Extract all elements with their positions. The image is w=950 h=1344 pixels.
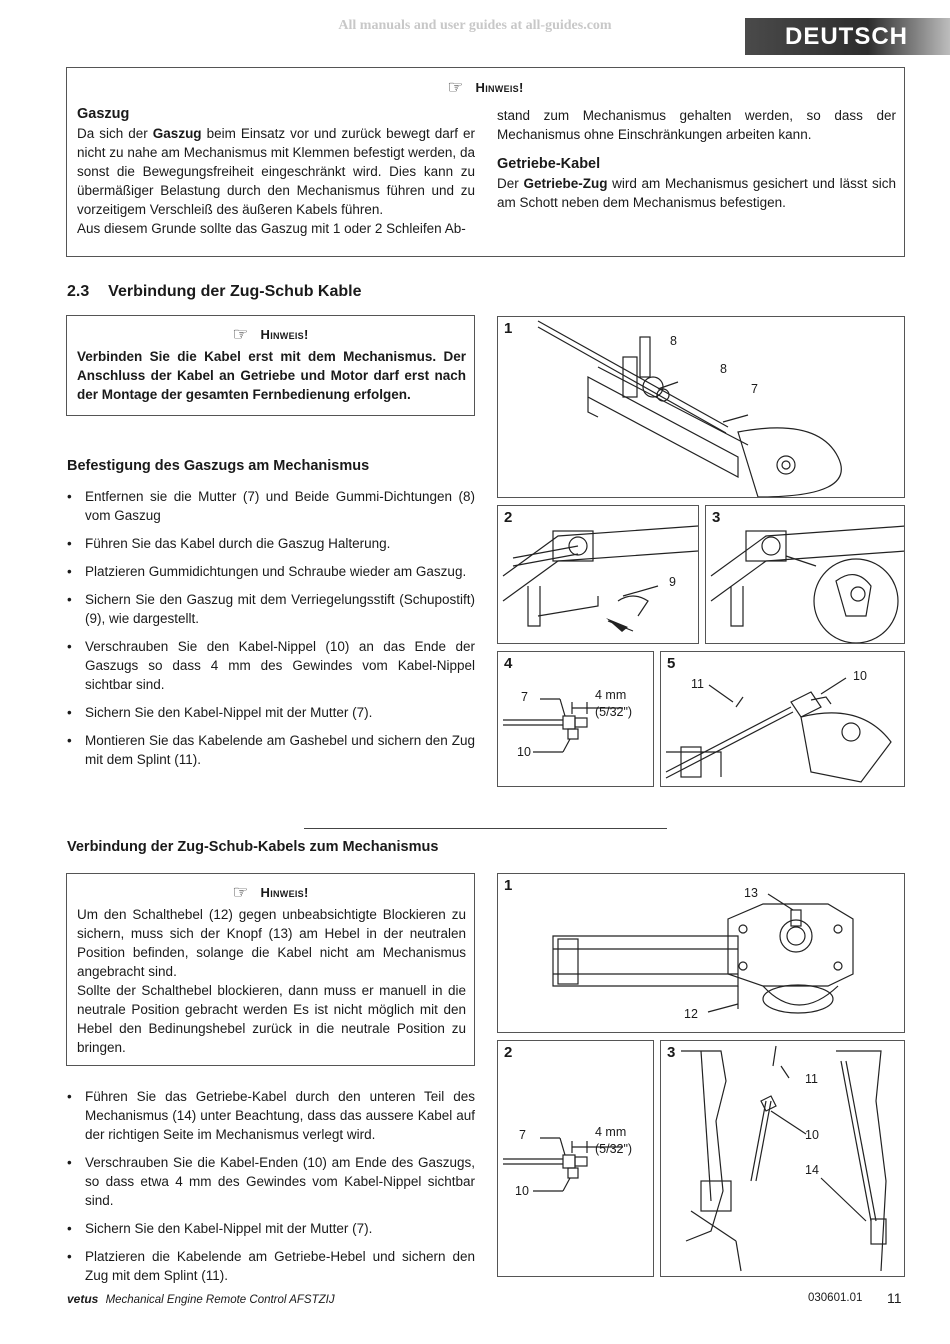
figure-number: 3 bbox=[667, 1044, 676, 1061]
callout-7: 7 bbox=[751, 382, 758, 396]
language-tab: DEUTSCH bbox=[745, 18, 950, 55]
shift-mechanism-drawing bbox=[552, 893, 854, 1014]
list-item: Platzieren die Kabelende am Getriebe-Heb… bbox=[67, 1247, 475, 1285]
callout-10: 10 bbox=[517, 745, 531, 759]
figure-throttle-3: 3 bbox=[705, 505, 905, 644]
list-item: Sichern Sie den Gaszug mit dem Verriegel… bbox=[67, 590, 475, 628]
callout-10: 10 bbox=[805, 1128, 819, 1142]
figure-throttle-1: 1 8 8 7 bbox=[497, 316, 905, 498]
hint-header: ☞ Hinweis! bbox=[67, 324, 474, 345]
figure-throttle-4: 4 7 10 4 mm (5/32") bbox=[497, 651, 654, 787]
watermark: All manuals and user guides at all-guide… bbox=[338, 18, 612, 33]
callout-13: 13 bbox=[744, 886, 758, 900]
figure-throttle-5: 5 11 10 bbox=[660, 651, 905, 787]
brand-logo: vetus bbox=[67, 1292, 99, 1306]
cable-nipple-drawing bbox=[503, 698, 623, 753]
section-title: Verbindung der Zug-Schub Kable bbox=[108, 283, 362, 300]
list-item: Montieren Sie das Kabelende am Gashebel … bbox=[67, 731, 475, 769]
shift-cable-routing-drawing bbox=[681, 1045, 887, 1272]
callout-11: 11 bbox=[805, 1072, 818, 1086]
gaszug-paragraph-2: Aus diesem Grunde sollte das Gaszug mit … bbox=[77, 221, 466, 236]
product-name: Mechanical Engine Remote Control AFSTZIJ bbox=[105, 1294, 335, 1306]
pointing-hand-icon: ☞ bbox=[232, 324, 249, 344]
note-text: Um den Schalthebel (12) gegen unbeabsich… bbox=[77, 905, 466, 1057]
callout-7: 7 bbox=[521, 690, 528, 704]
gaszug-paragraph: Da sich der Gaszug beim Einsatz vor und … bbox=[77, 126, 475, 217]
list-item: Sichern Sie den Kabel-Nippel mit der Mut… bbox=[67, 703, 475, 722]
footer-doc-code: 030601.01 bbox=[808, 1292, 863, 1304]
figure-throttle-2: 2 9 bbox=[497, 505, 699, 644]
page-number: 11 bbox=[887, 1290, 902, 1306]
shift-steps: Führen Sie das Getriebe-Kabel durch den … bbox=[67, 1087, 475, 1294]
callout-9: 9 bbox=[669, 575, 676, 589]
note-paragraph: Um den Schalthebel (12) gegen unbeabsich… bbox=[77, 907, 466, 979]
list-item: Entfernen sie die Mutter (7) und Beide G… bbox=[67, 487, 475, 525]
callout-10: 10 bbox=[515, 1184, 529, 1198]
dimension-label: 4 mm bbox=[595, 1125, 627, 1139]
callout-8b: 8 bbox=[720, 362, 727, 376]
hint-label: Hinweis! bbox=[260, 327, 309, 342]
dimension-fraction: (5/32") bbox=[595, 1142, 633, 1156]
note-text: Verbinden Sie die Kabel erst mit dem Mec… bbox=[77, 349, 466, 402]
list-item: Platzieren Gummidichtungen und Schraube … bbox=[67, 562, 475, 581]
note-paragraph: Sollte der Schalthebel blockieren, dann … bbox=[77, 983, 466, 1055]
list-item: Sichern Sie den Kabel-Nippel mit der Mut… bbox=[67, 1219, 475, 1238]
figure-number: 4 bbox=[504, 655, 513, 672]
figure-number: 1 bbox=[504, 320, 513, 337]
gaszug-heading: Gaszug bbox=[77, 106, 130, 122]
hint-label: Hinweis! bbox=[260, 885, 309, 900]
figure-shift-3: 3 11 10 14 bbox=[660, 1040, 905, 1277]
cable-nipple-drawing bbox=[503, 1137, 623, 1192]
throttle-heading: Befestigung des Gaszugs am Mechanismus bbox=[67, 458, 370, 474]
callout-10: 10 bbox=[853, 669, 867, 683]
note-left-column: Gaszug Da sich der Gaszug beim Einsatz v… bbox=[77, 106, 475, 238]
throttle-lever-drawing bbox=[665, 677, 892, 783]
pointing-hand-icon: ☞ bbox=[447, 77, 464, 97]
list-item: Führen Sie das Kabel durch die Gaszug Ha… bbox=[67, 534, 475, 553]
callout-12: 12 bbox=[684, 1007, 698, 1021]
callout-11: 11 bbox=[691, 677, 704, 691]
callout-8a: 8 bbox=[670, 334, 677, 348]
section-number: 2.3 bbox=[67, 283, 90, 300]
dimension-fraction: (5/32") bbox=[595, 705, 633, 719]
note-box-shift-lever: ☞ Hinweis! Um den Schalthebel (12) gegen… bbox=[66, 873, 475, 1066]
throttle-steps: Entfernen sie die Mutter (7) und Beide G… bbox=[67, 487, 475, 778]
hint-label: Hinweis! bbox=[475, 80, 524, 95]
figure-number: 2 bbox=[504, 1044, 513, 1061]
list-item: Verschrauben Sie den Kabel-Nippel (10) a… bbox=[67, 637, 475, 694]
figure-number: 5 bbox=[667, 655, 676, 672]
hint-header: ☞ Hinweis! bbox=[67, 77, 904, 98]
list-item: Führen Sie das Getriebe-Kabel durch den … bbox=[67, 1087, 475, 1144]
figure-number: 2 bbox=[504, 509, 513, 526]
hint-header: ☞ Hinweis! bbox=[67, 882, 474, 903]
figure-shift-1: 1 13 12 bbox=[497, 873, 905, 1033]
shift-heading: Verbindung der Zug-Schub-Kabels zum Mech… bbox=[67, 839, 439, 855]
footer-product: vetus Mechanical Engine Remote Control A… bbox=[67, 1292, 335, 1306]
getriebe-paragraph: Der Getriebe-Zug wird am Mechanismus ges… bbox=[497, 176, 897, 210]
pin-insertion-drawing bbox=[502, 525, 698, 632]
figure-number: 1 bbox=[504, 877, 513, 894]
callout-14: 14 bbox=[805, 1163, 819, 1177]
figure-shift-2: 2 7 10 4 mm (5/32") bbox=[497, 1040, 654, 1277]
pointing-hand-icon: ☞ bbox=[232, 882, 249, 902]
section-heading: 2.3 Verbindung der Zug-Schub Kable bbox=[67, 283, 362, 301]
gaszug-paragraph-2-cont: stand zum Mechanismus gehalten werden, s… bbox=[497, 108, 896, 142]
figure-number: 3 bbox=[712, 509, 721, 526]
note-right-column: stand zum Mechanismus gehalten werden, s… bbox=[497, 106, 896, 212]
mechanism-drawing bbox=[537, 320, 842, 497]
note-box-throttle-cable: ☞ Hinweis! Gaszug Da sich der Gaszug bei… bbox=[66, 67, 905, 257]
callout-7: 7 bbox=[519, 1128, 526, 1142]
list-item: Verschrauben Sie die Kabel-Enden (10) am… bbox=[67, 1153, 475, 1210]
note-box-connect-order: ☞ Hinweis! Verbinden Sie die Kabel erst … bbox=[66, 315, 475, 416]
getriebe-heading: Getriebe-Kabel bbox=[497, 156, 601, 172]
divider bbox=[304, 828, 667, 829]
pin-secured-drawing bbox=[710, 525, 904, 643]
dimension-label: 4 mm bbox=[595, 688, 627, 702]
